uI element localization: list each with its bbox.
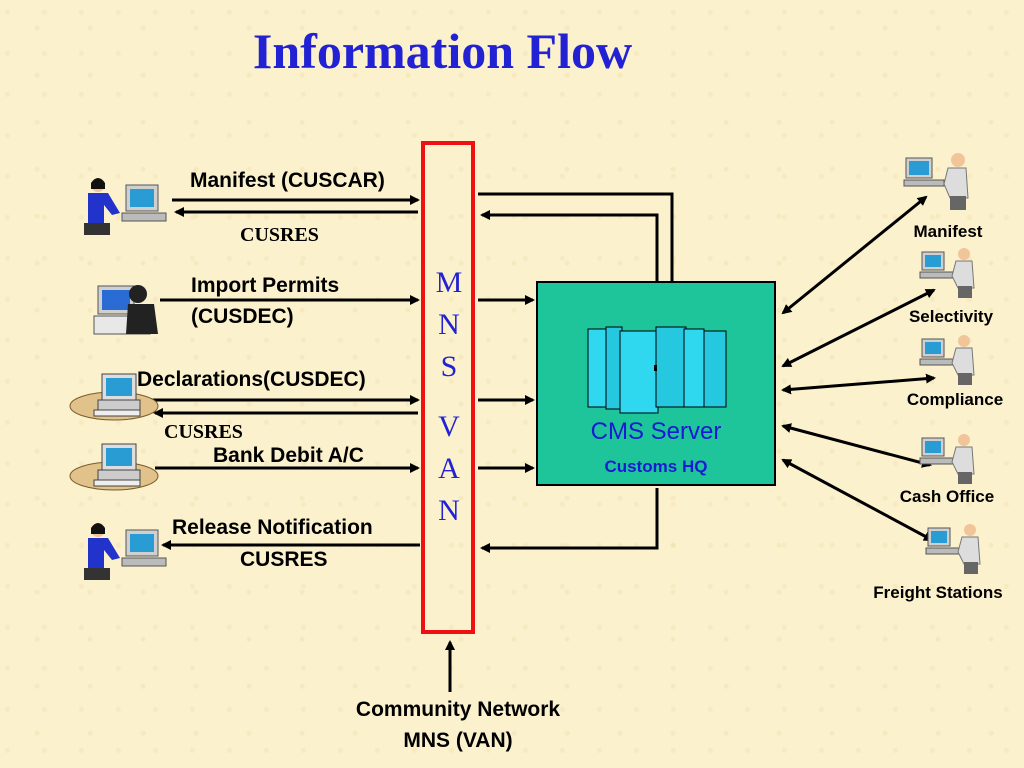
- freight-stations-label: Freight Stations: [873, 583, 1003, 602]
- man-at-computer-icon: [919, 434, 975, 484]
- arrow-cash-office-right: [781, 423, 932, 468]
- mns-van-network-box: [421, 141, 475, 634]
- man-at-computer-icon: [919, 248, 975, 298]
- woman-at-computer-icon: [93, 285, 158, 335]
- customs-hq-label: Customs HQ: [604, 457, 708, 476]
- cash-office-station-label: Cash Office: [899, 487, 995, 506]
- van-letter: A: [438, 452, 460, 485]
- cusres-label-1: CUSRES: [240, 224, 319, 246]
- community-network-label: Community Network MNS (VAN): [300, 694, 616, 756]
- arrow-bottom-loop: [480, 488, 659, 553]
- manifest-station-label: Manifest: [913, 222, 983, 241]
- arrow-selectivity-right: [781, 288, 936, 368]
- bank-debit-label: Bank Debit A/C: [213, 444, 364, 467]
- cusres-label-3: CUSRES: [240, 548, 328, 571]
- cms-server-box: [536, 281, 776, 486]
- manifest-cuscar-label: Manifest (CUSCAR): [190, 169, 385, 192]
- arrow-compliance-right: [781, 373, 936, 395]
- man-at-computer-icon: [903, 153, 969, 210]
- mns-letter: N: [438, 308, 460, 341]
- import-permits-cusdec-label: (CUSDEC): [191, 305, 294, 328]
- release-notification-label: Release Notification: [172, 516, 373, 539]
- desktop-computer-icon: [69, 373, 159, 421]
- cusres-label-2: CUSRES: [164, 421, 243, 443]
- compliance-station-label: Compliance: [906, 390, 1004, 409]
- community-network-line1: Community Network: [355, 698, 561, 721]
- man-at-computer-icon: [925, 524, 981, 574]
- mns-letter: M: [435, 266, 463, 299]
- selectivity-station-label: Selectivity: [908, 307, 994, 326]
- arrow-manifest-right: [781, 195, 928, 315]
- mns-letter: S: [440, 350, 458, 383]
- arrow-top-loop-outer: [478, 192, 677, 320]
- van-letter: N: [438, 494, 460, 527]
- woman-at-computer-icon: [84, 178, 167, 235]
- man-at-computer-icon: [919, 335, 975, 385]
- declarations-label: Declarations(CUSDEC): [137, 368, 366, 391]
- van-letter: V: [438, 410, 460, 443]
- desktop-computer-icon: [69, 443, 159, 491]
- arrow-freight-stations-right: [781, 458, 934, 542]
- community-network-line2: MNS (VAN): [403, 729, 513, 752]
- import-permits-label: Import Permits: [191, 274, 340, 297]
- woman-at-computer-icon: [84, 523, 167, 580]
- page-title: Information Flow: [252, 23, 633, 79]
- cms-server-label: CMS Server: [590, 418, 722, 445]
